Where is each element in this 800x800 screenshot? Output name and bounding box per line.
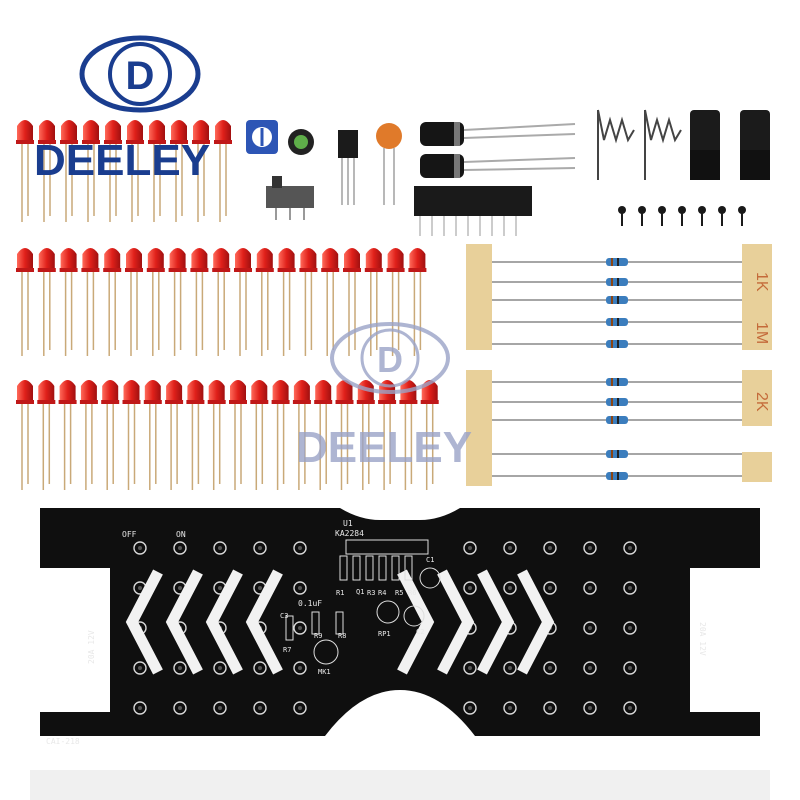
watermark-letter: D xyxy=(377,339,403,380)
microphone xyxy=(288,129,314,155)
transistor xyxy=(338,130,358,205)
resistor-strips xyxy=(466,244,772,486)
led xyxy=(79,380,98,490)
led xyxy=(214,120,232,222)
pcb-board xyxy=(40,508,760,736)
r1-label: R1 xyxy=(336,589,344,597)
led xyxy=(16,120,34,222)
tape-label-1m: 1M xyxy=(753,322,770,344)
watermark: D DEELEY xyxy=(296,322,472,472)
led xyxy=(37,380,56,490)
led xyxy=(234,248,252,356)
led xyxy=(37,248,56,356)
chevrons-left xyxy=(125,569,283,675)
led xyxy=(277,248,296,356)
r8-label: R8 xyxy=(338,632,346,640)
led xyxy=(314,380,333,490)
led xyxy=(101,380,120,490)
led xyxy=(170,120,188,222)
led xyxy=(58,380,77,490)
battery-springs xyxy=(597,109,682,180)
r7-label: R7 xyxy=(283,646,291,654)
screws xyxy=(618,206,746,226)
cap-ref: C3 xyxy=(280,612,288,620)
led xyxy=(168,248,187,356)
power-label-right: 20A 12V xyxy=(698,622,707,656)
chevrons-right xyxy=(397,569,555,675)
ic-label: KA2284 xyxy=(335,529,364,538)
brand-logo: D xyxy=(79,35,201,113)
led xyxy=(186,380,205,490)
packaging-tray xyxy=(30,770,770,800)
logo-letter: D xyxy=(126,54,155,98)
cap-value: 0.1uF xyxy=(298,599,322,608)
led xyxy=(38,120,56,222)
led xyxy=(60,120,78,222)
tape-label-2k: 2K xyxy=(753,392,770,412)
led-row-top xyxy=(16,120,232,222)
led xyxy=(192,120,210,222)
led xyxy=(364,248,383,356)
led xyxy=(148,120,166,222)
led xyxy=(143,380,162,490)
ic-ref: U1 xyxy=(343,519,353,528)
led xyxy=(212,248,231,356)
r6-label: R6 xyxy=(408,589,416,597)
led xyxy=(271,380,290,490)
led xyxy=(229,380,247,490)
battery-contacts xyxy=(690,110,770,180)
led xyxy=(59,248,78,356)
r5-label: R5 xyxy=(395,589,403,597)
r9-label: R9 xyxy=(314,632,322,640)
led xyxy=(104,120,122,222)
ka2284-chip xyxy=(414,186,532,236)
electrolytic-capacitor-1 xyxy=(420,122,576,146)
led xyxy=(321,248,340,356)
r3-label: R3 xyxy=(367,589,375,597)
led xyxy=(16,380,34,490)
ceramic-capacitor xyxy=(376,123,402,205)
led-row-bottom xyxy=(16,380,439,490)
r4-label: R4 xyxy=(378,589,386,597)
led xyxy=(343,248,361,356)
led xyxy=(207,380,226,490)
led xyxy=(82,120,100,222)
led xyxy=(255,248,274,356)
led xyxy=(386,248,405,356)
led xyxy=(126,120,144,222)
switch-on-label: ON xyxy=(176,530,186,539)
led xyxy=(250,380,269,490)
q1-label: Q1 xyxy=(356,588,364,596)
mk1-label: MK1 xyxy=(318,668,331,676)
led-row-middle xyxy=(16,248,427,356)
brand-name: DEELEY xyxy=(34,136,210,185)
watermark-text: DEELEY xyxy=(296,423,472,472)
led xyxy=(103,248,122,356)
led xyxy=(16,248,34,356)
led xyxy=(122,380,141,490)
led xyxy=(190,248,209,356)
led xyxy=(81,248,100,356)
led xyxy=(299,248,318,356)
switch-off-label: OFF xyxy=(122,530,137,539)
potentiometer xyxy=(246,120,278,154)
led xyxy=(146,248,165,356)
power-label-left: 20A 12V xyxy=(87,630,96,664)
slide-switch xyxy=(266,176,314,220)
board-id: CAI-218 xyxy=(46,737,80,746)
led xyxy=(165,380,184,490)
c2-label: C2 xyxy=(416,628,424,636)
c1-label: C1 xyxy=(426,556,434,564)
rp1-label: RP1 xyxy=(378,630,391,638)
led xyxy=(292,380,311,490)
electrolytic-capacitor-2 xyxy=(420,154,576,178)
led xyxy=(335,380,354,490)
tape-label-1k: 1K xyxy=(753,272,770,292)
led xyxy=(125,248,143,356)
